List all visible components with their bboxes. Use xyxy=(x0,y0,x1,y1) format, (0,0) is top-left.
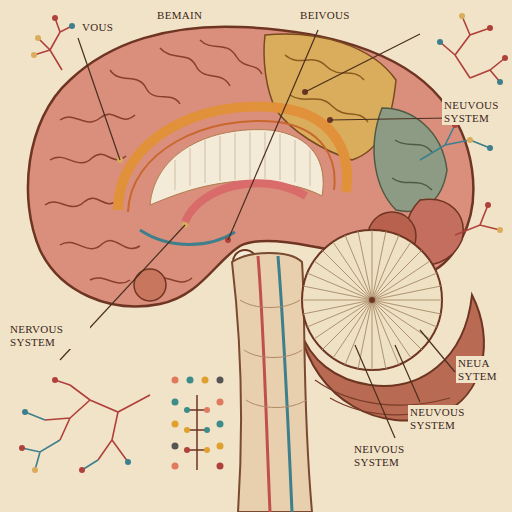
cerebellum-fan xyxy=(369,297,375,303)
part-label: BEMAIN xyxy=(155,8,204,23)
neuron-terminals xyxy=(487,25,493,31)
dot-grid xyxy=(172,463,179,470)
neuron-terminals xyxy=(502,55,508,61)
neuron-terminals xyxy=(52,377,58,383)
part-label: NEUVOUS SYSTEM xyxy=(408,405,482,432)
neuron-terminals xyxy=(19,13,508,473)
cerebellum-fan xyxy=(302,230,442,370)
corpus-callosum xyxy=(185,183,306,222)
cerebrum xyxy=(110,70,180,104)
dot-grid xyxy=(204,447,210,453)
part-label: NEUVOUS SYSTEM xyxy=(442,98,508,125)
dot-grid xyxy=(187,377,194,384)
dot-grid xyxy=(204,427,210,433)
neuron-branches xyxy=(45,380,150,462)
leader-lines xyxy=(228,30,318,240)
dot-grid xyxy=(217,377,224,384)
dot-grid xyxy=(172,443,179,450)
dot-grid xyxy=(204,407,210,413)
cerebrum xyxy=(395,140,432,152)
brainstem xyxy=(232,253,312,512)
neuron-terminals xyxy=(35,35,41,41)
dot-grid xyxy=(187,395,207,470)
dot-grid xyxy=(172,377,224,471)
dot-grid xyxy=(217,399,224,406)
dot-grid xyxy=(217,463,224,470)
leader-lines xyxy=(330,118,448,120)
brainstem xyxy=(232,253,312,512)
leader-lines xyxy=(78,38,120,160)
leader-lines xyxy=(355,345,395,438)
cerebrum xyxy=(90,278,130,283)
neuron-terminals xyxy=(69,23,75,29)
neuron-terminals xyxy=(125,459,131,465)
dot-grid xyxy=(172,421,179,428)
neuron-terminals xyxy=(487,145,493,151)
dot-grid xyxy=(172,399,179,406)
part-label: NEIVOUS SYSTEM xyxy=(352,442,426,469)
part-label: NEUA SYTEM xyxy=(456,356,508,383)
neuron-terminals xyxy=(437,39,443,45)
neuron-terminals xyxy=(497,79,503,85)
cerebrum xyxy=(45,198,118,206)
dot-grid xyxy=(184,427,190,433)
neuron-branches xyxy=(34,18,72,70)
leader-lines xyxy=(305,34,420,92)
brainstem xyxy=(278,256,292,512)
cerebellum-fan xyxy=(302,230,442,370)
neuron-branches xyxy=(22,16,505,470)
neuron-terminals xyxy=(497,227,503,233)
cerebrum xyxy=(50,154,126,163)
part-label: NERVOUS SYSTEM xyxy=(8,322,90,349)
part-label: BEIVOUS xyxy=(298,8,352,23)
cerebrum xyxy=(285,55,364,80)
dot-grid xyxy=(172,377,179,384)
neuron-terminals xyxy=(22,409,28,415)
leader-lines xyxy=(60,30,455,438)
brainstem xyxy=(240,300,306,408)
corpus-callosum xyxy=(134,269,166,301)
neuron-terminals xyxy=(31,52,37,58)
neuron-branches xyxy=(440,16,505,82)
cerebrum xyxy=(374,108,447,211)
cerebrum xyxy=(60,114,135,122)
cerebellum-fan xyxy=(302,230,442,370)
corpus-callosum xyxy=(140,230,235,245)
neuron-branches xyxy=(420,125,490,160)
neuron-terminals xyxy=(485,202,491,208)
brainstem xyxy=(258,256,270,512)
cerebrum xyxy=(160,48,230,86)
leader-lines xyxy=(420,330,455,372)
cerebrum xyxy=(60,241,140,249)
neuron-branches xyxy=(455,205,500,235)
neuron-terminals xyxy=(467,137,473,143)
neuron-terminals xyxy=(52,15,58,21)
neuron-branches xyxy=(22,412,98,470)
dot-grid xyxy=(184,447,190,453)
dot-grid xyxy=(202,377,209,384)
dot-grid xyxy=(184,407,190,413)
neuron-terminals xyxy=(459,13,465,19)
part-label: VOUS xyxy=(80,20,115,35)
cerebrum xyxy=(392,178,432,190)
neuron-terminals xyxy=(79,467,85,473)
neuron-terminals xyxy=(32,467,38,473)
dot-grid xyxy=(217,421,224,428)
dot-grid xyxy=(217,443,224,450)
leader-lines xyxy=(395,345,420,402)
cerebrum xyxy=(200,40,262,74)
neuron-terminals xyxy=(19,445,25,451)
